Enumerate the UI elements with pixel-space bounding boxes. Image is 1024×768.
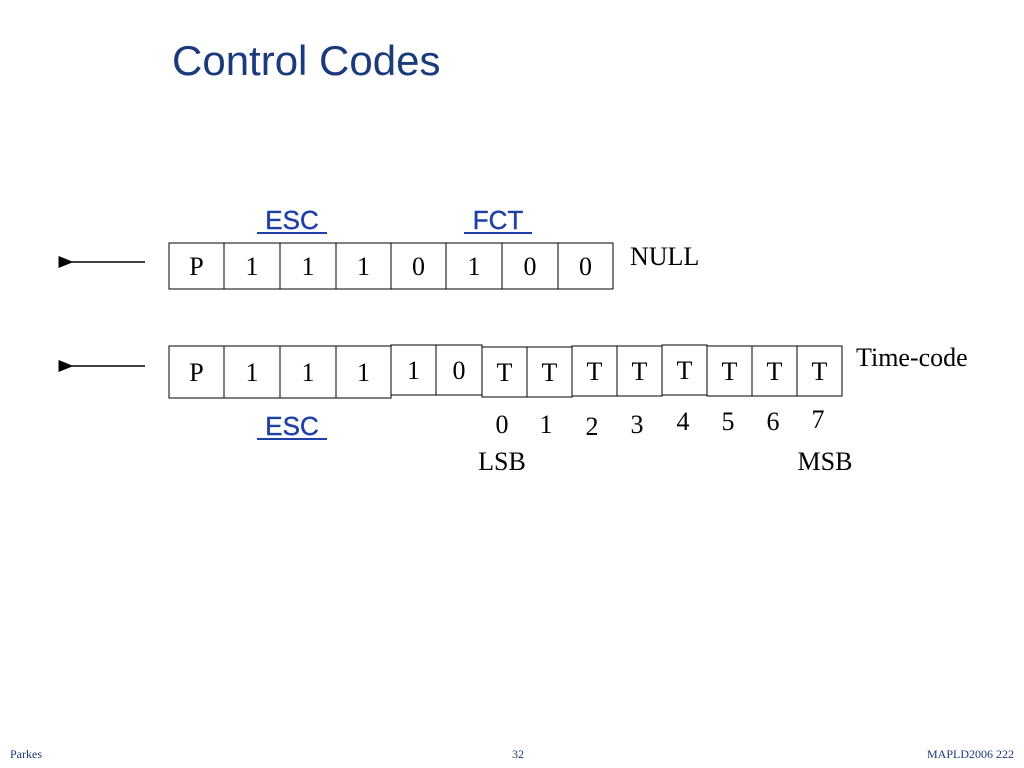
time-code-bit-11-box [706, 345, 753, 397]
footer-event: MAPLD2006 222 [926, 747, 1014, 761]
null-bit-6-box [501, 242, 559, 290]
msb-label: MSB [798, 447, 853, 476]
time-code-index-4: 4 [677, 407, 690, 436]
time-code-bit-7-box [526, 346, 573, 398]
time-code-bit-6-box [481, 346, 528, 398]
time-code-bit-9-value: T [632, 357, 648, 386]
time-code-esc-label: ESC [265, 411, 318, 441]
time-code-bit-6-value: T [497, 358, 513, 387]
time-code-bit-13-box [796, 345, 843, 397]
null-bit-7-box [557, 242, 614, 290]
time-code-index-3: 3 [631, 410, 644, 439]
time-code-bit-7-value: T [542, 358, 558, 387]
null-bit-7-value: 0 [579, 252, 592, 281]
footer-author: Parkes [10, 747, 42, 761]
null-bit-cells: P 1 1 1 0 1 0 0 [168, 242, 614, 290]
time-code-bit-0-value: P [189, 358, 203, 387]
null-bit-4-value: 0 [412, 252, 425, 281]
null-bit-1-value: 1 [246, 252, 259, 281]
time-code-bit-2-box [279, 345, 337, 399]
time-code-bit-3-box [335, 345, 392, 399]
null-bit-4-box [390, 242, 447, 290]
null-bit-5-box [445, 242, 503, 290]
time-code-bit-5-value: 0 [453, 356, 466, 385]
time-code-bit-4-value: 1 [407, 356, 420, 385]
time-code-bit-8-value: T [587, 357, 603, 386]
time-code-bit-indices: 0 1 2 3 4 5 6 7 [496, 405, 825, 441]
null-bit-6-value: 0 [524, 252, 537, 281]
time-code-bit-10-value: T [677, 356, 693, 385]
time-code-bit-1-value: 1 [246, 358, 259, 387]
time-code-bit-12-box [751, 345, 798, 397]
time-code-bit-2-value: 1 [302, 358, 315, 387]
time-code-bit-8-box [571, 345, 618, 397]
footer-page-number: 32 [512, 747, 524, 761]
time-code-bit-11-value: T [722, 357, 738, 386]
time-code-index-7: 7 [812, 405, 825, 434]
time-code-bit-13-value: T [812, 357, 828, 386]
null-bit-3-box [335, 242, 392, 290]
null-bit-3-value: 1 [357, 252, 370, 281]
slide-title: Control Codes [172, 37, 441, 84]
null-bit-2-value: 1 [302, 252, 315, 281]
time-code-index-6: 6 [767, 407, 780, 436]
time-code-name-label: Time-code [856, 343, 968, 372]
null-esc-label: ESC [265, 205, 318, 235]
lsb-label: LSB [478, 447, 526, 476]
time-code-bit-4-box [390, 344, 437, 396]
time-code-index-0: 0 [496, 410, 509, 439]
time-code-bit-5-box [435, 344, 483, 396]
time-code-bit-0-box [168, 345, 225, 399]
time-code-index-5: 5 [722, 407, 735, 436]
time-code-index-2: 2 [586, 412, 599, 441]
null-row: ESC FCT P 1 1 1 0 1 0 0 NULL [58, 205, 699, 290]
null-bit-0-box [168, 242, 225, 290]
time-code-bit-10-box [661, 344, 708, 396]
time-code-index-1: 1 [540, 410, 553, 439]
time-code-bit-3-value: 1 [357, 358, 370, 387]
time-code-bit-12-value: T [767, 357, 783, 386]
null-fct-label: FCT [473, 205, 524, 235]
null-bit-0-value: P [189, 252, 203, 281]
null-name-label: NULL [630, 242, 699, 271]
null-bit-5-value: 1 [468, 252, 481, 281]
